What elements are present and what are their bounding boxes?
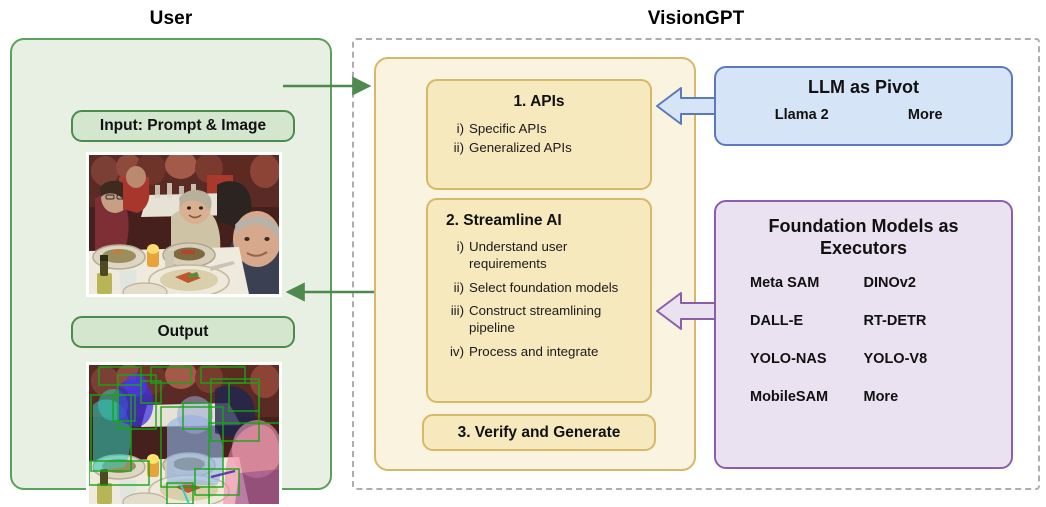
foundation-model-item: DALL-E [750,313,804,330]
streamline-item-text: Understand user requirements [469,239,568,271]
streamline-item-marker: iv) [449,343,464,359]
streamline-list-item: iv) Process and integrate [444,344,640,361]
apis-item-marker: ii) [453,139,464,155]
foundation-model-more[interactable]: More [863,389,899,406]
streamline-list-item: ii) Select foundation models [444,280,640,297]
svg-text:person: person [101,364,111,368]
llm-model-item: Llama 2 [774,107,829,123]
input-photo [86,152,282,297]
visiongpt-section-title: VisionGPT [647,8,745,29]
streamline-heading: 2. Streamline AI [446,212,562,229]
foundation-model-grid: Meta SAM DINOv2 DALL-E RT-DETR YOLO-NAS … [716,275,1011,405]
llm-model-more[interactable]: More [907,107,943,123]
visiongpt-pipeline-panel: 1. APIs i) Specific APIs ii) Generalized… [374,57,696,471]
apis-item-text: Generalized APIs [469,139,572,155]
input-prompt-image-box[interactable]: Input: Prompt & Image [71,110,295,142]
streamline-list-item: iii) Construct streamlining pipeline [444,303,640,337]
streamline-item-text: Construct streamlining pipeline [469,303,602,335]
foundation-model-row: YOLO-NAS YOLO-V8 [750,351,977,367]
streamline-list: i) Understand user requirements ii) Sele… [428,239,650,361]
streamline-item-text: Select foundation models [469,279,619,295]
verify-heading: 3. Verify and Generate [457,423,621,441]
visiongpt-boundary [352,38,1040,490]
user-section-title: User [149,8,193,29]
svg-text:person: person [235,364,245,368]
apis-list-item: i) Specific APIs [444,121,640,138]
foundation-model-item: Meta SAM [750,275,820,292]
foundation-model-item: DINOv2 [863,275,916,292]
foundation-model-item: YOLO-V8 [863,351,928,368]
apis-list-item: ii) Generalized APIs [444,140,640,157]
output-photo-canvas: person person person person [89,365,279,504]
input-photo-canvas [89,155,279,294]
llm-panel-title: LLM as Pivot [807,77,919,97]
input-to-visiongpt-arrow [283,76,383,96]
verify-and-generate-box[interactable]: 3. Verify and Generate [422,414,656,451]
streamline-item-marker: i) [456,239,464,254]
output-photo: person person person person [86,362,282,507]
apis-heading: 1. APIs [513,93,565,110]
svg-text:person: person [139,364,149,368]
apis-list: i) Specific APIs ii) Generalized APIs [428,121,650,157]
foundation-model-item: MobileSAM [750,389,829,406]
foundation-panel-title: Foundation Models as Executors [768,216,959,258]
apis-item-text: Specific APIs [469,121,547,136]
foundation-model-row: MobileSAM More [750,389,977,405]
llm-as-pivot-panel[interactable]: LLM as Pivot Llama 2 More [714,66,1013,146]
llm-model-list: Llama 2 More [716,107,1011,123]
foundation-model-row: DALL-E RT-DETR [750,313,977,329]
streamline-list-item: i) Understand user requirements [444,239,640,273]
visiongpt-to-output-arrow [280,282,380,302]
user-panel: Input: Prompt & Image [10,38,332,507]
output-label: Output [157,323,209,340]
svg-text:person: person [185,364,195,368]
input-label: Input: Prompt & Image [99,117,267,134]
streamline-item-text: Process and integrate [469,343,599,359]
foundation-models-panel[interactable]: Foundation Models as Executors Meta SAM … [714,200,1013,469]
apis-item-marker: i) [456,121,464,136]
apis-box[interactable]: 1. APIs i) Specific APIs ii) Generalized… [426,79,652,190]
output-box[interactable]: Output [71,316,295,348]
foundation-model-item: RT-DETR [863,313,927,330]
streamline-ai-box[interactable]: 2. Streamline AI i) Understand user requ… [426,198,652,403]
streamline-item-marker: ii) [453,279,464,295]
foundation-model-row: Meta SAM DINOv2 [750,275,977,291]
foundation-model-item: YOLO-NAS [750,351,827,368]
streamline-item-marker: iii) [450,303,464,319]
